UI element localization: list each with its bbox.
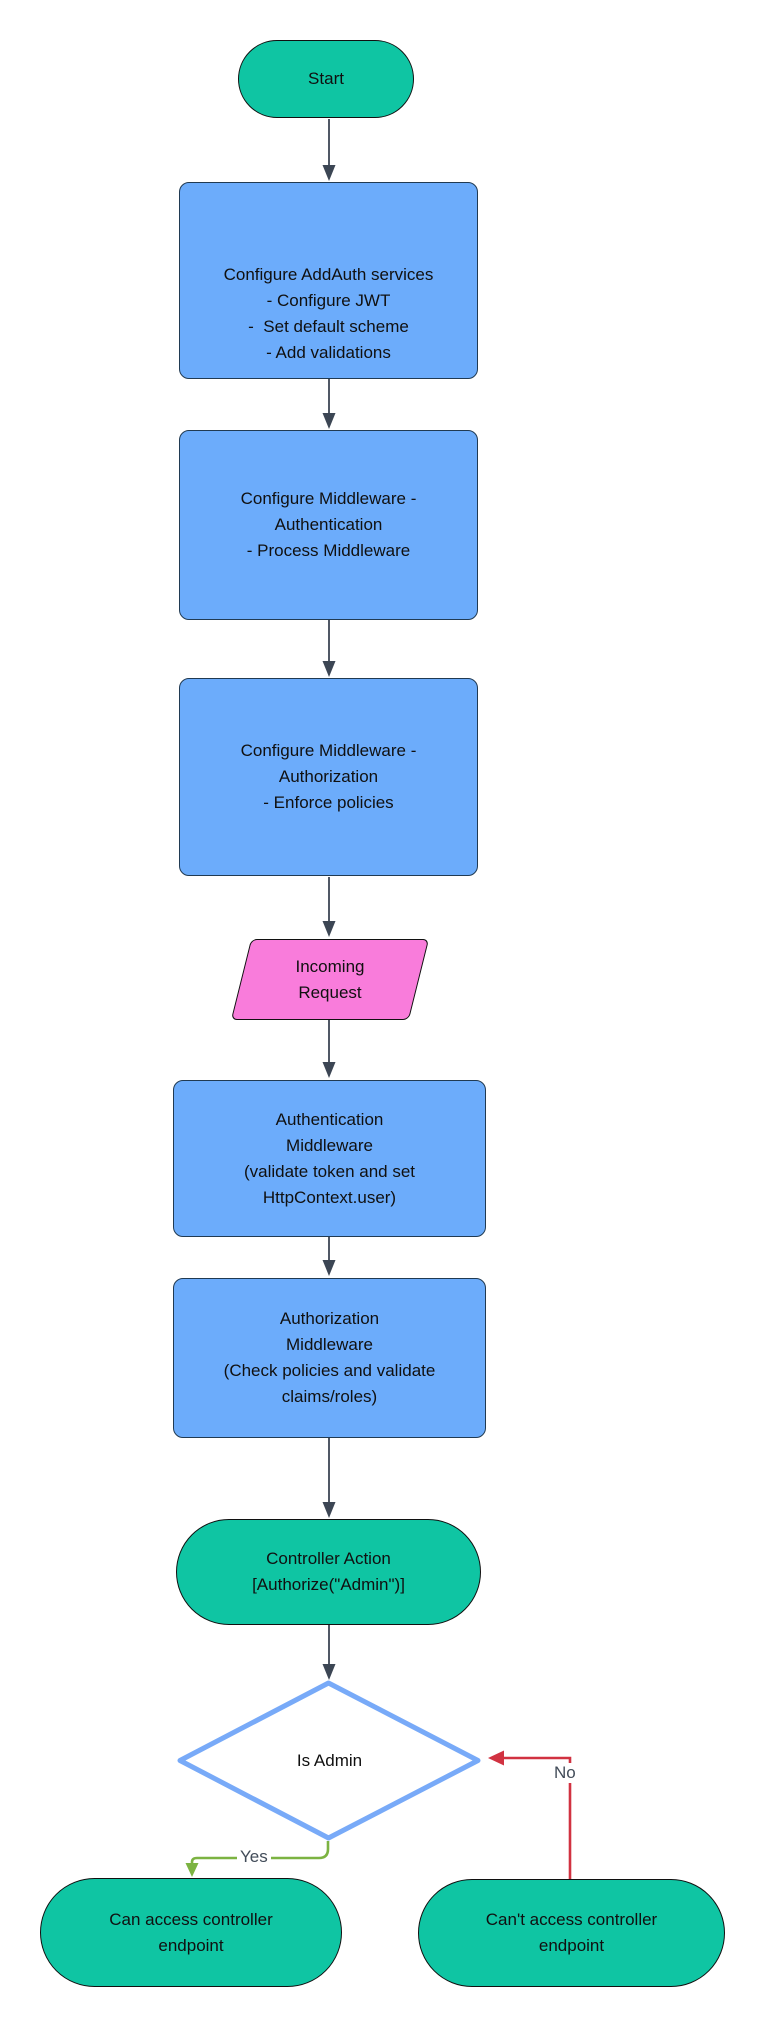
cant-access-label: Can't access controller endpoint — [485, 1910, 658, 1955]
authorization-middleware-label: Authorization Middleware (Check policies… — [223, 1309, 436, 1406]
arrowhead-authz-mw — [322, 1260, 336, 1276]
arrowhead-yes — [185, 1863, 199, 1877]
authentication-middleware-label: Authentication Middleware (validate toke… — [243, 1109, 416, 1207]
arrowhead-decision — [322, 1664, 336, 1680]
arrowhead-no — [488, 1750, 504, 1766]
arrowhead-services — [322, 165, 336, 181]
arrowhead-request — [322, 921, 336, 937]
configure-middleware-authentication-box: Configure Middleware - Authentication - … — [179, 430, 478, 620]
authentication-middleware-box: Authentication Middleware (validate toke… — [173, 1080, 486, 1237]
controller-action-label: Controller Action [Authorize("Admin")] — [252, 1549, 405, 1594]
cant-access-node: Can't access controller endpoint — [418, 1879, 725, 1987]
configure-services-label: Configure AddAuth services - Configure J… — [223, 265, 434, 362]
start-node: Start — [238, 40, 414, 118]
yes-edge-label: Yes — [237, 1847, 271, 1867]
incoming-request-label: Incoming Request — [295, 956, 365, 1002]
configure-middleware-authentication-label: Configure Middleware - Authentication - … — [240, 489, 417, 560]
edge-no — [503, 1756, 572, 1879]
configure-middleware-authorization-box: Configure Middleware - Authorization - E… — [179, 678, 478, 876]
start-label: Start — [308, 69, 344, 88]
is-admin-label: Is Admin — [296, 1750, 363, 1770]
arrowhead-mw-authn — [322, 413, 336, 429]
controller-action-node: Controller Action [Authorize("Admin")] — [176, 1519, 481, 1625]
can-access-label: Can access controller endpoint — [109, 1909, 273, 1955]
arrowhead-controller — [322, 1502, 336, 1518]
no-edge-label: No — [551, 1763, 579, 1783]
configure-services-box: Configure AddAuth services - Configure J… — [179, 182, 478, 379]
authorization-middleware-box: Authorization Middleware (Check policies… — [173, 1278, 486, 1438]
is-admin-decision: Is Admin — [179, 1681, 480, 1840]
configure-middleware-authorization-label: Configure Middleware - Authorization - E… — [240, 741, 417, 812]
decision-diamond-shape — [177, 1680, 481, 1841]
arrowhead-mw-authz — [322, 661, 336, 677]
incoming-request-node: Incoming Request — [230, 939, 430, 1020]
arrowhead-authn-mw — [322, 1062, 336, 1078]
can-access-node: Can access controller endpoint — [40, 1878, 342, 1987]
